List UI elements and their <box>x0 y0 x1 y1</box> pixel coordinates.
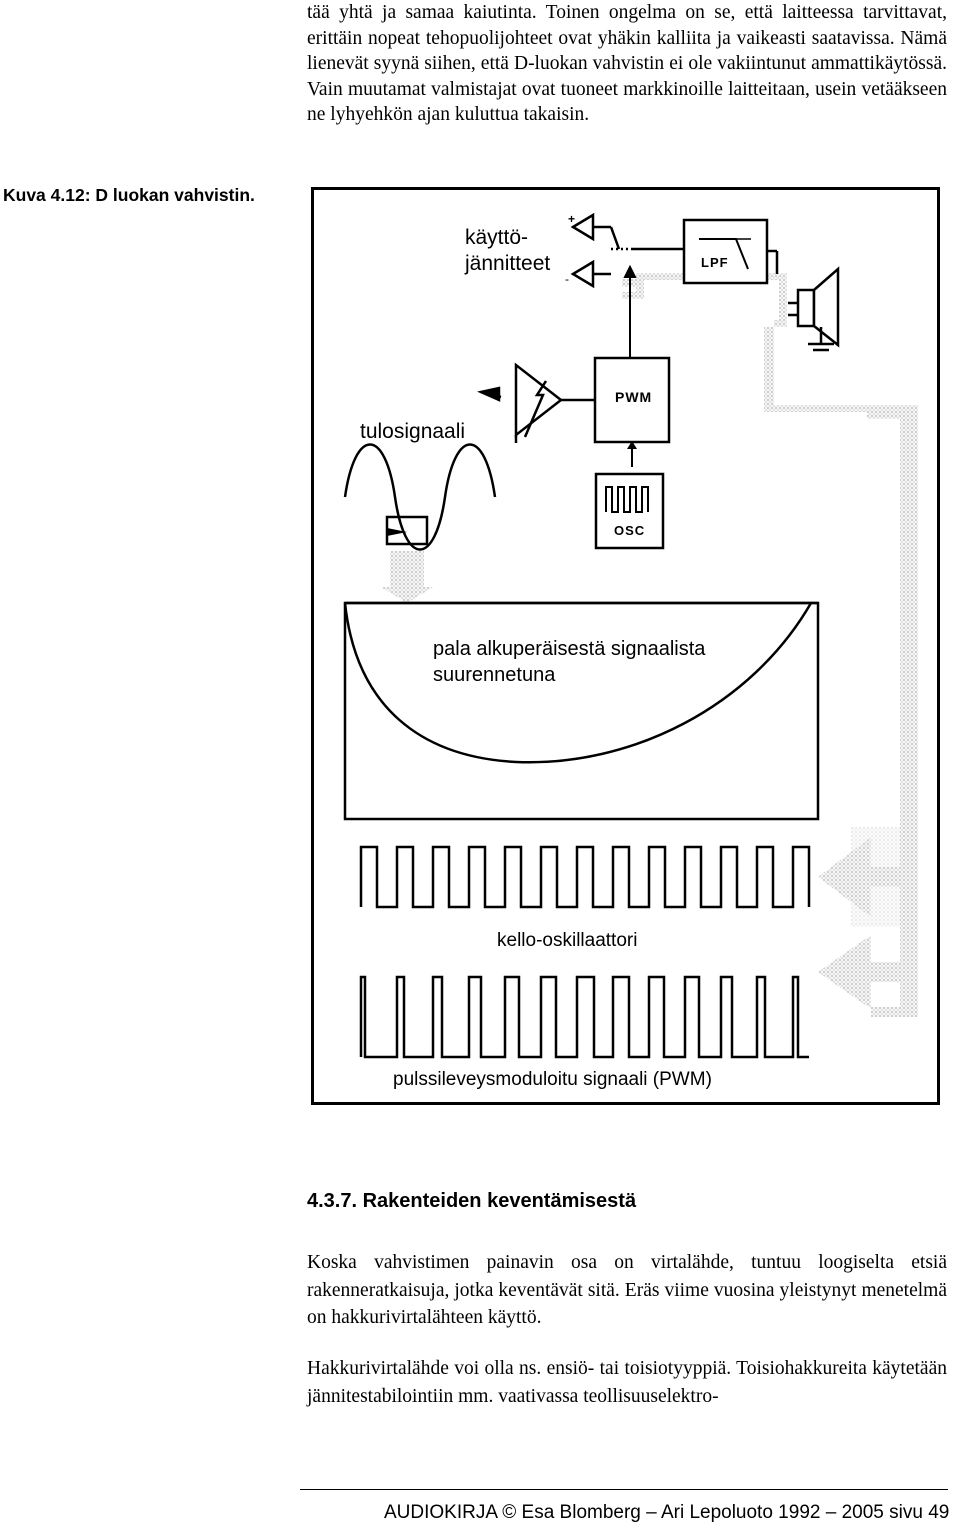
clock-label: kello-oskillaattori <box>497 930 637 951</box>
clock-pulse-train <box>359 845 811 909</box>
figure-caption: Kuva 4.12: D luokan vahvistin. <box>3 185 255 205</box>
pwm-to-output-arrow <box>623 264 637 357</box>
input-signal-label: tulosignaali <box>360 420 465 443</box>
pwm-pulse-train <box>359 975 809 1059</box>
pwm-label: PWM <box>615 389 652 405</box>
page-footer: AUDIOKIRJA © Esa Blomberg – Ari Lepoluot… <box>384 1502 950 1523</box>
osc-block <box>594 472 665 550</box>
zoom-arrow <box>381 551 433 603</box>
magnified-label-line1: pala alkuperäisestä signaalista <box>433 638 706 660</box>
body-paragraph-2: Hakkurivirtalähde voi olla ns. ensiö- ta… <box>307 1358 947 1407</box>
pwm-signal-label: pulssileveysmoduloitu signaali (PWM) <box>393 1069 712 1090</box>
comparator-triangle <box>477 362 596 443</box>
supply-label-line2: jännitteet <box>464 252 550 275</box>
magnified-signal-box <box>343 601 820 821</box>
plus-sign: + <box>568 212 575 226</box>
class-d-amplifier-figure: + - käyttö- jännitteet LPF PWM <box>311 187 940 1105</box>
supply-terminals <box>570 212 683 289</box>
lpf-block <box>682 218 769 285</box>
lpf-label: LPF <box>701 255 729 270</box>
supply-label-line1: käyttö- <box>465 226 528 249</box>
body-paragraph-1: Koska vahvistimen painavin osa on virtal… <box>307 1252 947 1328</box>
feedback-path-shading <box>622 273 918 1017</box>
minus-sign: - <box>565 272 569 286</box>
section-heading: 4.3.7. Rakenteiden keventämisestä <box>307 1190 637 1212</box>
speaker-icon <box>788 266 840 352</box>
input-sine-wave <box>343 443 497 551</box>
osc-label: OSC <box>614 523 645 538</box>
intro-paragraph: tää yhtä ja samaa kaiutinta. Toinen onge… <box>307 2 947 125</box>
pwm-block <box>593 356 671 444</box>
magnified-label-line2: suurennetuna <box>433 664 556 686</box>
footer-rule <box>300 1489 948 1490</box>
